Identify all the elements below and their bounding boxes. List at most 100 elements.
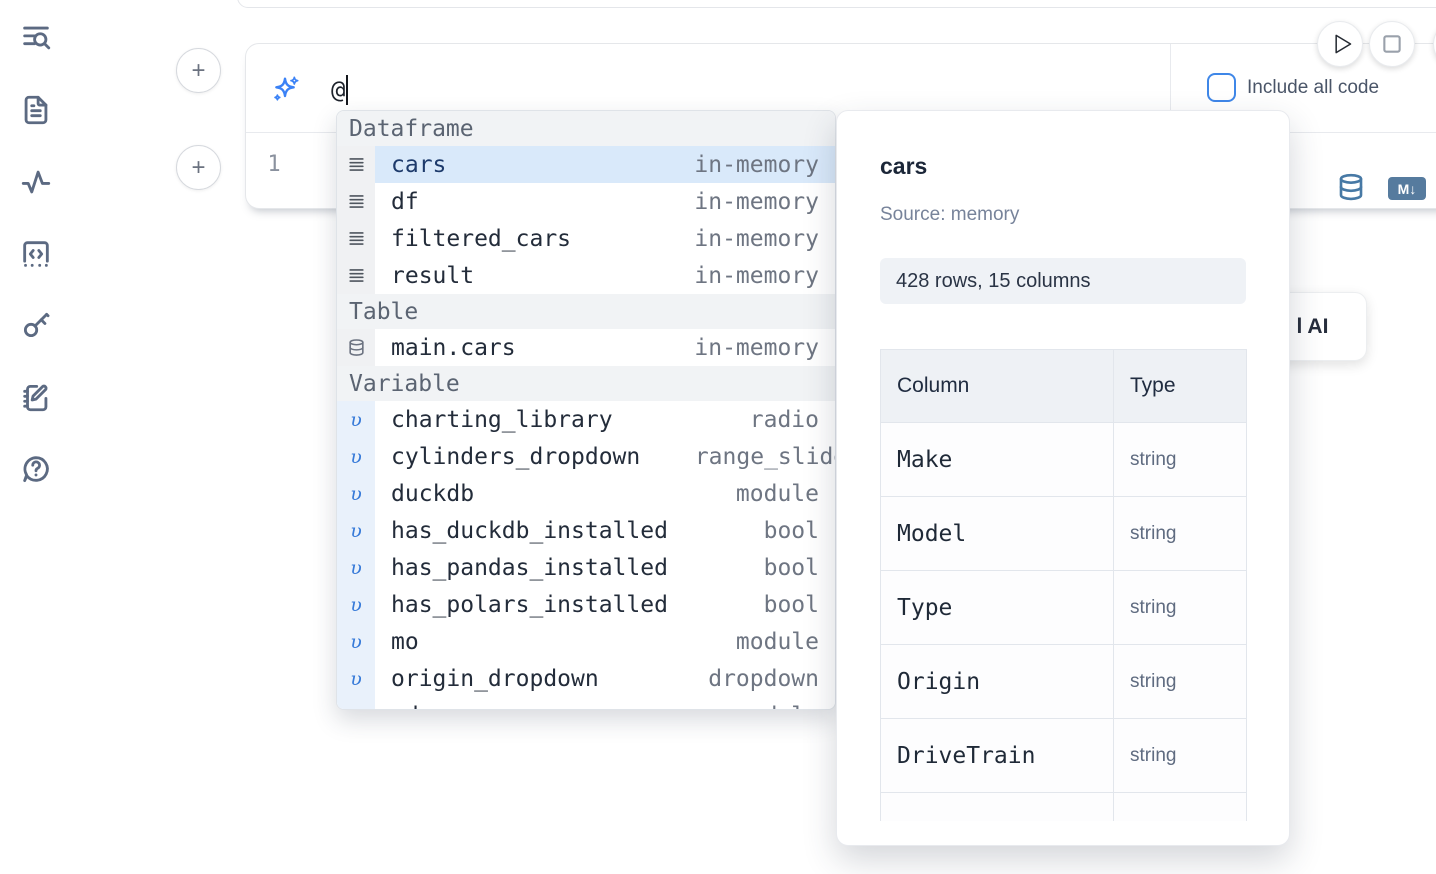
item-type: bool xyxy=(763,591,819,618)
item-type: in-memory xyxy=(694,225,819,252)
autocomplete-item[interactable]: result in-memory xyxy=(337,257,835,294)
item-name: filtered_cars xyxy=(391,225,572,252)
column-type-cell: string xyxy=(1113,570,1247,645)
variable-icon: υ xyxy=(337,549,375,586)
schema-header-cell: Type xyxy=(1113,349,1247,423)
item-type: radio xyxy=(749,406,819,433)
item-type: in-memory xyxy=(694,262,819,289)
autocomplete-item[interactable]: υ has_pandas_installed bool xyxy=(337,549,835,586)
activity-icon[interactable] xyxy=(19,165,53,199)
column-type-cell: string xyxy=(1113,422,1247,497)
item-type: in-memory xyxy=(694,151,819,178)
autocomplete-section-header: Table xyxy=(337,294,835,329)
column-name-cell: Model xyxy=(880,496,1114,571)
item-name: has_duckdb_installed xyxy=(391,517,668,544)
autocomplete-item[interactable]: df in-memory xyxy=(337,183,835,220)
item-name: result xyxy=(391,262,475,289)
item-name: origin_dropdown xyxy=(391,665,599,692)
code-snippets-icon[interactable] xyxy=(19,237,53,271)
item-name: mo xyxy=(391,628,419,655)
notebook-edit-icon[interactable] xyxy=(19,380,53,414)
column-type-cell: string xyxy=(1113,496,1247,571)
rows-icon xyxy=(337,183,375,220)
help-chat-icon[interactable] xyxy=(19,452,53,486)
key-icon[interactable] xyxy=(19,308,53,342)
item-name: df xyxy=(391,188,419,215)
ai-prompt-input[interactable]: @ xyxy=(331,68,731,112)
database-icon xyxy=(337,329,375,366)
include-all-code-checkbox[interactable] xyxy=(1207,73,1236,102)
item-name: cylinders_dropdown xyxy=(391,443,641,470)
item-name: cars xyxy=(391,151,447,178)
item-type: module xyxy=(735,628,819,655)
play-icon xyxy=(1335,34,1352,54)
autocomplete-section-header: Variable xyxy=(337,366,835,401)
include-all-code-label: Include all code xyxy=(1247,76,1380,98)
file-text-icon[interactable] xyxy=(19,93,53,127)
cell-column-divider xyxy=(1170,44,1171,132)
text-caret xyxy=(346,75,349,105)
database-icon[interactable] xyxy=(1336,170,1366,204)
item-name: charting_library xyxy=(391,406,613,433)
item-name: has_pandas_installed xyxy=(391,554,668,581)
markdown-icon[interactable]: M↓ xyxy=(1388,177,1426,200)
autocomplete-item[interactable]: υ charting_library radio xyxy=(337,401,835,438)
variable-icon: υ xyxy=(337,475,375,512)
autocomplete-item[interactable]: υ has_duckdb_installed bool xyxy=(337,512,835,549)
popup-stats-badge: 428 rows, 15 columns xyxy=(880,258,1246,304)
item-type: module xyxy=(736,703,819,710)
autocomplete-item[interactable]: main.cars in-memory xyxy=(337,329,835,366)
item-type: bool xyxy=(763,554,819,581)
autocomplete-item[interactable]: υ origin_dropdown dropdown xyxy=(337,660,835,697)
column-name-cell: Type xyxy=(880,570,1114,645)
rows-icon xyxy=(337,220,375,257)
column-row-partial xyxy=(880,792,1247,821)
add-cell-below-button[interactable]: + xyxy=(176,145,221,190)
variable-icon: υ xyxy=(337,586,375,623)
item-type: bool xyxy=(763,517,819,544)
previous-cell-edge xyxy=(237,0,1436,8)
autocomplete-item[interactable]: filtered_cars in-memory xyxy=(337,220,835,257)
schema-header-cell: Column xyxy=(880,349,1114,423)
variable-icon: υ xyxy=(337,512,375,549)
add-cell-above-button[interactable]: + xyxy=(176,48,221,93)
item-type: in-memory xyxy=(694,334,819,361)
variable-icon: υ xyxy=(337,401,375,438)
list-search-icon[interactable] xyxy=(19,21,53,55)
autocomplete-item[interactable]: υ has_polars_installed bool xyxy=(337,586,835,623)
item-name: duckdb xyxy=(391,480,475,507)
variable-icon: υ xyxy=(337,623,375,660)
autocomplete-section-header: Dataframe xyxy=(337,111,835,146)
sparkles-icon xyxy=(269,74,301,106)
popup-source: Source: memory xyxy=(880,204,1020,225)
item-type: module xyxy=(735,480,819,507)
item-type: dropdown xyxy=(708,665,819,692)
run-cell-button[interactable] xyxy=(1317,21,1363,67)
column-name-cell: DriveTrain xyxy=(880,718,1114,793)
autocomplete-item[interactable]: υpdmodule xyxy=(337,697,835,710)
variable-icon: υ xyxy=(337,660,375,697)
item-type: in-memory xyxy=(694,188,819,215)
column-type-cell: string xyxy=(1113,718,1247,793)
stop-button[interactable] xyxy=(1369,21,1415,67)
dataframe-detail-popup: cars Source: memory 428 rows, 15 columns… xyxy=(836,110,1290,846)
item-name: main.cars xyxy=(391,334,516,361)
autocomplete-item[interactable]: cars in-memory xyxy=(337,146,835,183)
line-number: 1 xyxy=(267,152,281,177)
rows-icon xyxy=(337,257,375,294)
item-name: has_polars_installed xyxy=(391,591,668,618)
column-type-cell: string xyxy=(1113,644,1247,719)
column-name-cell: Make xyxy=(880,422,1114,497)
